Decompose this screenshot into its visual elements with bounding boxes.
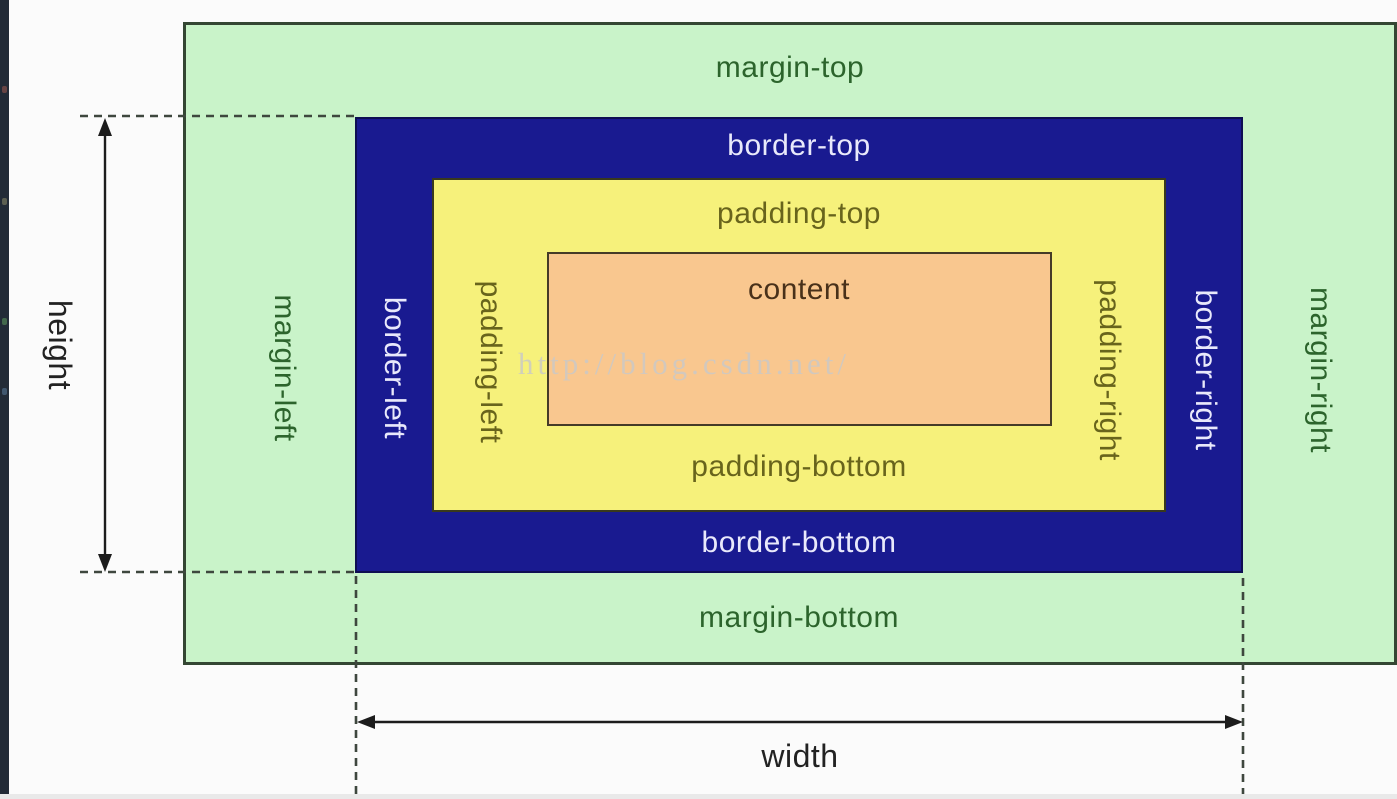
screen-left-edge-strip: [0, 0, 9, 799]
margin-area: [183, 22, 1397, 665]
edge-speck: [2, 318, 7, 325]
padding-area: [432, 178, 1166, 512]
border-bottom-label: border-bottom: [701, 526, 897, 559]
margin-bottom-label: margin-bottom: [699, 601, 899, 634]
content-label: content: [748, 273, 850, 306]
padding-bottom-label: padding-bottom: [691, 450, 907, 483]
padding-top-label: padding-top: [717, 197, 881, 230]
padding-left-label: padding-left: [474, 280, 507, 444]
watermark-text: http://blog.csdn.net/: [518, 346, 850, 381]
border-top-label: border-top: [727, 129, 871, 162]
content-area: [547, 252, 1052, 426]
margin-top-label: margin-top: [715, 51, 865, 84]
padding-right-label: padding-right: [1093, 279, 1126, 461]
edge-speck: [2, 198, 7, 205]
border-right-label: border-right: [1189, 289, 1222, 451]
height-dimension-label: height: [42, 299, 78, 391]
margin-left-label: margin-left: [268, 294, 301, 442]
screen-bottom-edge-strip: [0, 794, 1397, 799]
margin-right-label: margin-right: [1304, 286, 1337, 454]
edge-speck: [2, 388, 7, 395]
border-area: [355, 117, 1243, 573]
height-arrow: [98, 118, 112, 572]
edge-speck: [2, 86, 7, 93]
width-arrow: [357, 715, 1243, 729]
border-left-label: border-left: [378, 296, 411, 440]
width-dimension-label: width: [761, 738, 839, 774]
